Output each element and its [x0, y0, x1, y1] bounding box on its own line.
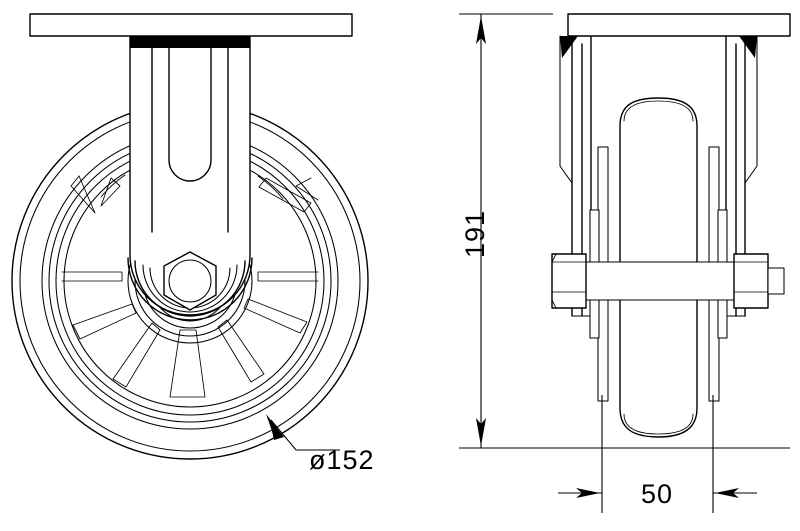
width-dimension: 50 [558, 395, 757, 513]
weld-block [130, 36, 250, 48]
top-plate-rect [29, 13, 353, 37]
width-dimension-text: 50 [641, 479, 673, 509]
fork-right-shoulder [744, 35, 758, 184]
fork-center-slot [168, 39, 212, 182]
height-dimension: 191 [459, 13, 790, 449]
axle-bore-circle [168, 259, 212, 303]
tire-crown-bottom [623, 413, 694, 435]
hub-arc-second [134, 260, 246, 317]
hex-nut-right-chamfer [733, 261, 769, 293]
spoke-horizontal-left [61, 271, 123, 282]
spoke-root-arc [257, 175, 284, 200]
spoke-horizontal-right [257, 271, 319, 282]
tire-crown-top [623, 100, 694, 122]
spoke-upper-right [258, 177, 312, 213]
spoke-bottom-left [112, 322, 161, 388]
fork-outer-body [129, 35, 251, 316]
hex-nut-polygon [163, 251, 217, 311]
weld-fillet-right [739, 36, 757, 58]
diameter-leader [266, 414, 340, 451]
leader-line [270, 419, 340, 451]
spoke-bottom [169, 329, 206, 398]
top-plate-side-rect [567, 13, 791, 37]
width-arrow-left [576, 488, 600, 498]
spoke [70, 175, 96, 214]
spoke-bottom-right [217, 319, 265, 383]
width-arrow-right [715, 488, 739, 498]
leader-arrowhead [266, 414, 284, 440]
hex-nut-left [551, 253, 587, 309]
height-arrow-bottom [476, 418, 486, 446]
fork-yoke-front [129, 35, 251, 316]
side-view: 191 50 [459, 13, 791, 513]
hub-arc-outer [127, 257, 253, 321]
axle-thread-stub [767, 267, 785, 295]
mounting-plate-front [29, 13, 353, 48]
weld-fillet-left [560, 36, 578, 58]
wheel-spokes [61, 174, 319, 398]
height-arrow-top [476, 16, 486, 44]
spoke-tip [70, 175, 80, 187]
hub-arc-third [142, 264, 238, 313]
hex-nut-left-corner [551, 253, 557, 309]
hex-nut-right [733, 253, 769, 309]
axle-assembly-side [551, 253, 785, 309]
spoke-wedge [100, 177, 121, 207]
hub-front-arcs [127, 257, 253, 321]
spoke-root-arc [100, 174, 126, 198]
axle-hex-nut-front [163, 251, 217, 311]
hex-nut-left-chamfer [551, 261, 587, 293]
front-view: ø152 [11, 13, 375, 475]
spoke-lower-left [72, 303, 137, 340]
height-dimension-text: 191 [460, 210, 490, 258]
fork-left-shoulder [559, 35, 573, 184]
spoke-tip-right [295, 177, 319, 201]
spoke-lower-right [243, 298, 308, 334]
diameter-dimension-text: ø152 [309, 445, 375, 475]
